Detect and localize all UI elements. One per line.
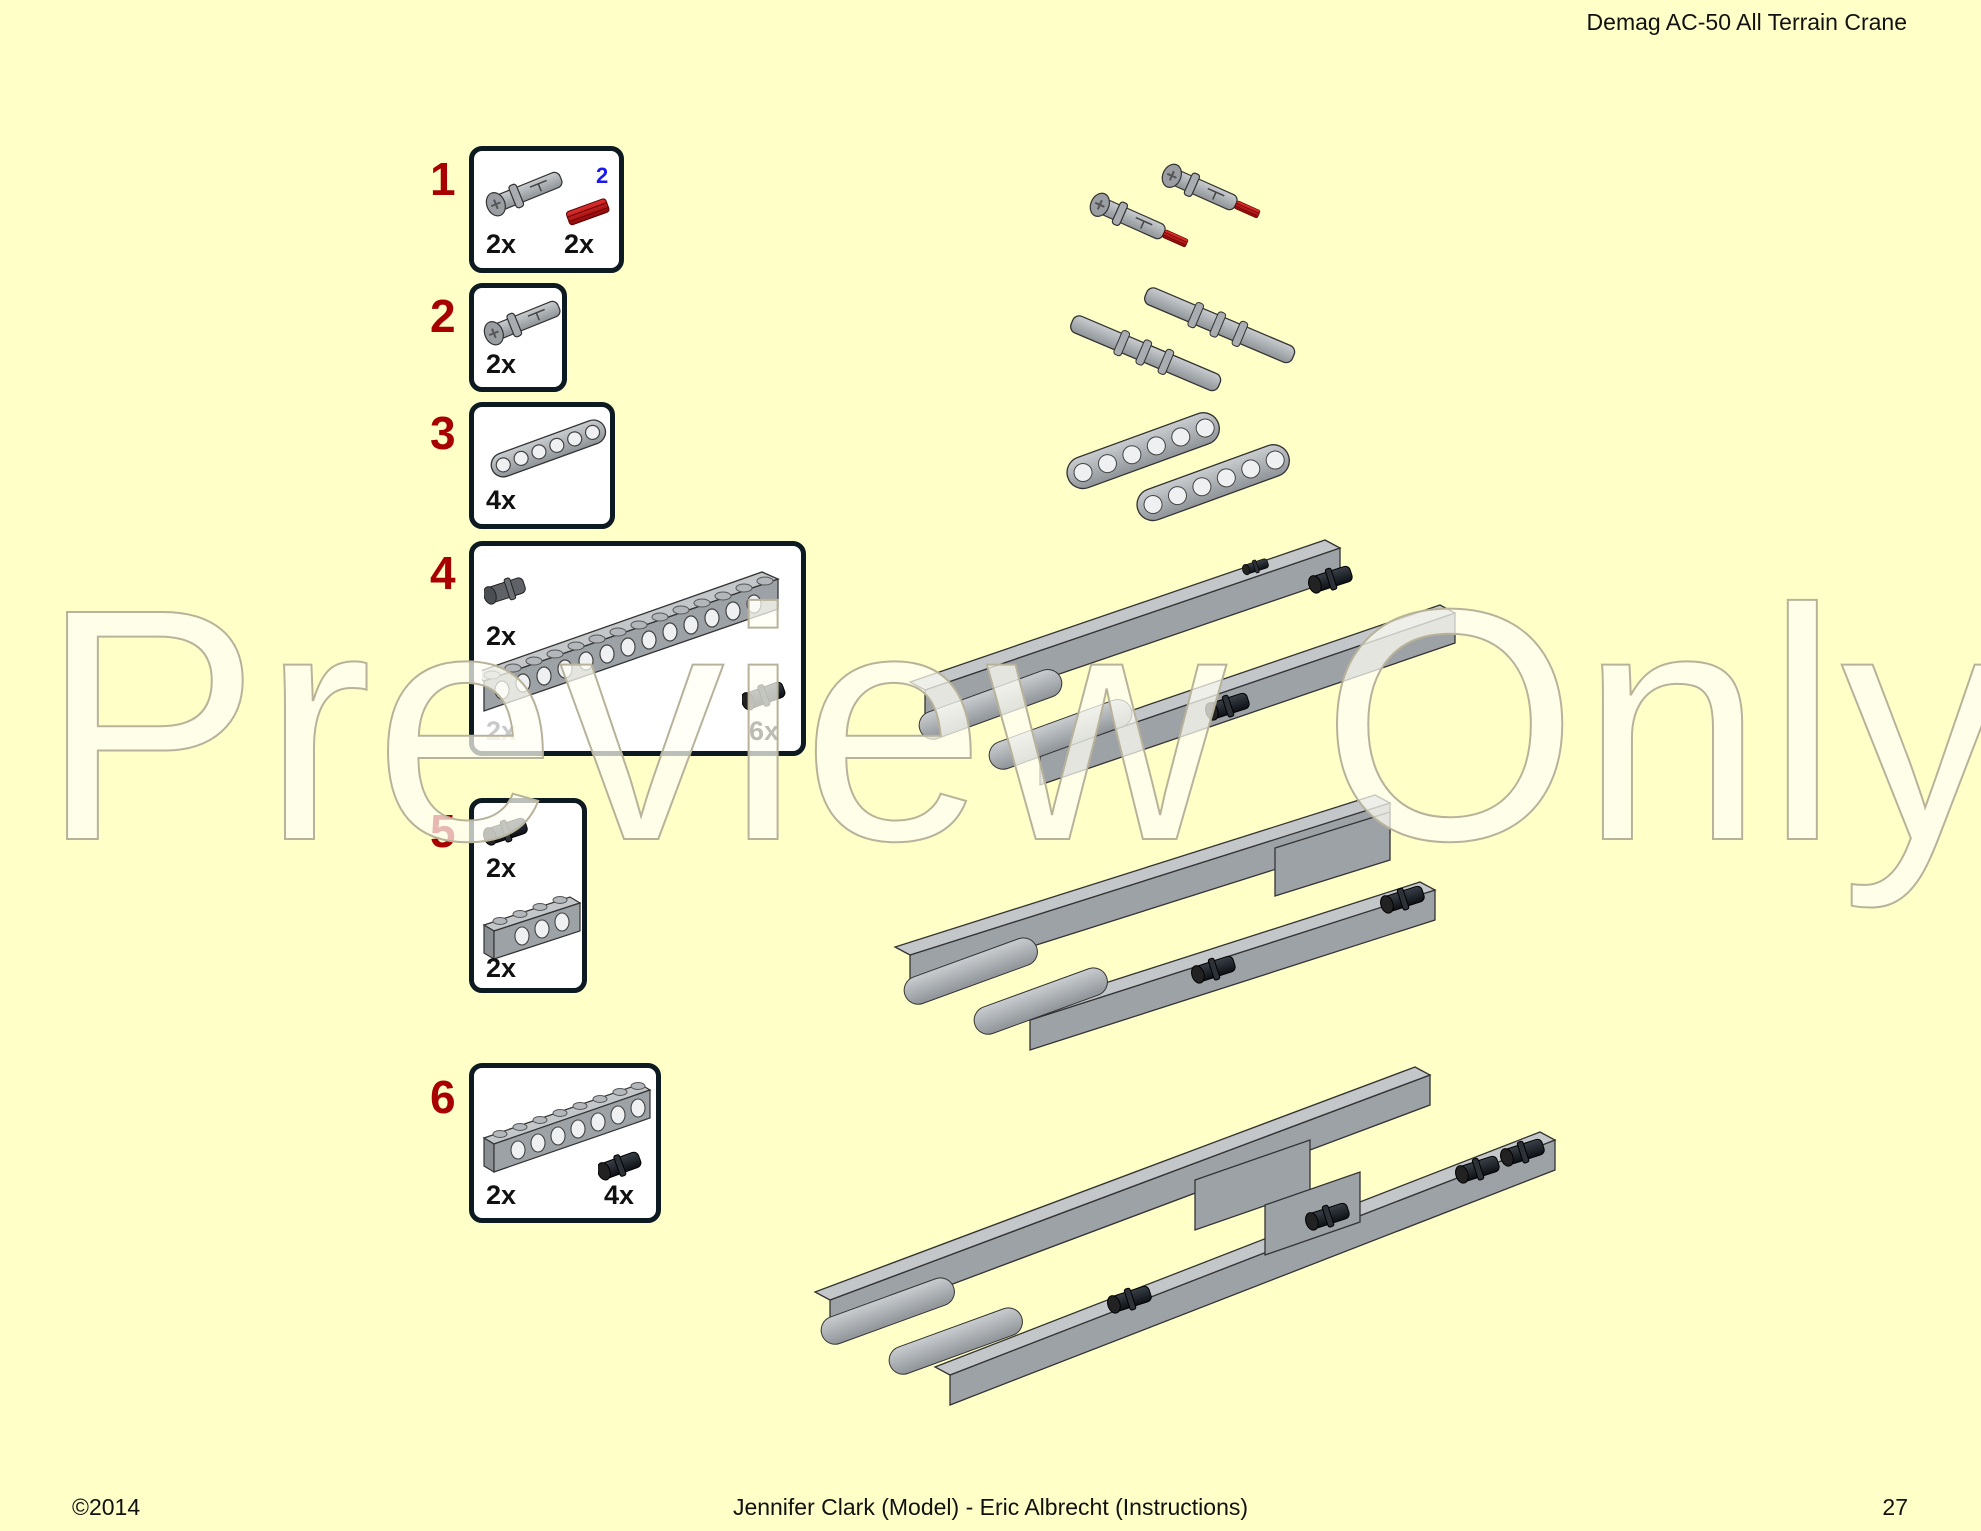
liftarm-6-icon (490, 419, 607, 478)
parts-list-step-6: 2x 4x (469, 1063, 661, 1223)
quantity-label: 2x (486, 229, 517, 259)
step-number-1: 1 (430, 153, 456, 205)
quantity-label: 2x (486, 621, 517, 651)
step3-liftarm-assembly-icon (1066, 412, 1290, 522)
technic-brick-1x8-icon (482, 1082, 652, 1174)
step-number-5: 5 (430, 805, 456, 857)
step6-frame-assembly-icon (813, 1066, 1557, 1406)
quantity-label: 2x (486, 1180, 517, 1210)
sub-count-badge: 2 (596, 163, 609, 188)
parts-list-step-2: 2x (469, 283, 567, 392)
step2-pins-icon (1070, 287, 1296, 392)
parts-list-step-5: 2x 2x (469, 798, 587, 993)
step-number-6: 6 (430, 1071, 456, 1123)
technic-brick-1x4-icon (482, 896, 582, 961)
parts-list-step-3: 4x (469, 402, 615, 529)
quantity-label: 2x (486, 953, 517, 983)
document-title: Demag AC-50 All Terrain Crane (1586, 9, 1907, 35)
quantity-label: 4x (604, 1180, 635, 1210)
quantity-label: 6x (749, 716, 780, 746)
step-number-3: 3 (430, 407, 456, 459)
step-number-4: 4 (430, 547, 456, 599)
copyright-text: ©2014 (72, 1494, 141, 1520)
parts-list-step-4: 2x 2x 6x (469, 541, 806, 756)
step5-frame-assembly-icon (893, 794, 1437, 1051)
step1-pins-icon (1085, 160, 1261, 248)
page-number: 27 (1882, 1494, 1908, 1520)
quantity-label: 4x (486, 485, 517, 515)
step-number-2: 2 (430, 290, 456, 342)
quantity-label: 2x (486, 349, 517, 379)
quantity-label: 2x (486, 716, 517, 746)
credits-text: Jennifer Clark (Model) - Eric Albrecht (… (732, 1494, 1249, 1520)
quantity-label: 2x (486, 853, 517, 883)
quantity-label: 2x (564, 229, 595, 259)
technic-brick-1x14-icon (482, 571, 780, 712)
step4-frame-assembly-icon (908, 539, 1457, 786)
parts-list-step-1: 2x 2 2x (469, 146, 624, 273)
